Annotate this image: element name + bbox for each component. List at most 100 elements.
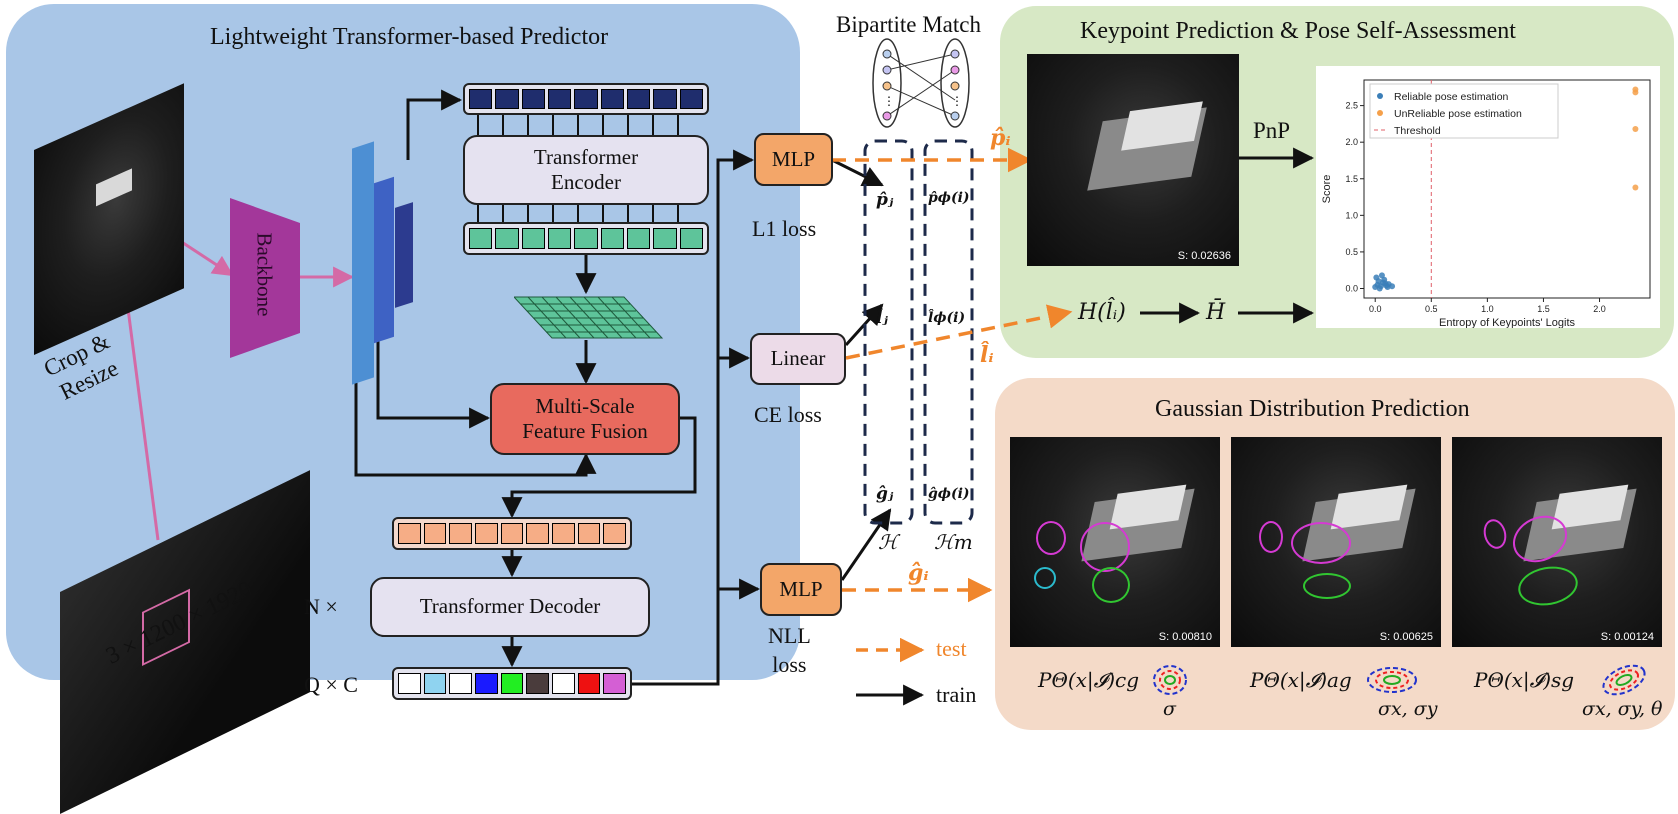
encoded-token — [469, 228, 493, 249]
formula-cg: PΘ(x|𝓘)cg — [1038, 668, 1140, 692]
test-gaussian-symbol: ĝᵢ — [908, 560, 929, 586]
scatter-point — [1376, 285, 1383, 292]
encoder-token — [626, 89, 651, 109]
encoder-output-tokens — [463, 222, 709, 255]
fusion-label-line1: Multi-Scale — [535, 393, 635, 418]
mlp-keypoint-head: MLP — [754, 133, 833, 186]
query-output-token — [603, 673, 627, 694]
legend-train-label: train — [936, 682, 977, 707]
query-output-token — [449, 673, 473, 694]
scatter-point — [1632, 89, 1639, 96]
mlp-gaussian-head: MLP — [760, 563, 842, 616]
feature-map-small — [395, 202, 413, 308]
pred-keypoint-symbol: p̂ⱼ — [876, 190, 894, 210]
scatter-point — [1389, 283, 1396, 290]
l1-loss-label: L1 loss — [752, 216, 817, 241]
plot-frame — [1363, 79, 1651, 299]
param-sg: σx, σy, θ — [1582, 698, 1663, 720]
gaussian-ellipse — [1259, 521, 1283, 553]
x-tick-label: 0.5 — [1425, 304, 1438, 314]
encoded-token — [521, 228, 545, 249]
gaussian-image-cg: S: 0.00810 — [1010, 437, 1220, 647]
transformer-decoder-block: Transformer Decoder — [370, 577, 650, 637]
scatter-point — [1378, 272, 1385, 279]
encoder-token — [521, 89, 545, 109]
gaussian-image-ag: S: 0.00625 — [1231, 437, 1441, 647]
query-output-row — [398, 673, 627, 694]
qc-label: Q × C — [304, 672, 358, 697]
decoder-queries — [392, 517, 632, 550]
keypoint-image-score: S: 0.02636 — [1177, 250, 1231, 262]
gaussian-panel-title: Gaussian Distribution Prediction — [1155, 396, 1470, 422]
encoder-token — [679, 89, 703, 109]
legend-label: UnReliable pose estimation — [1394, 108, 1522, 120]
set-hm-label: ℋm — [934, 530, 973, 554]
legend-threshold-label: Threshold — [1394, 125, 1441, 137]
query-output-token — [423, 673, 447, 694]
gaussian-ellipse — [1036, 521, 1066, 555]
formula-sg: PΘ(x|𝓘)sg — [1474, 668, 1575, 692]
encoded-token — [626, 228, 651, 249]
gaussian-ellipse — [1034, 567, 1056, 589]
encoder-token — [600, 89, 624, 109]
keypoint-panel-title: Keypoint Prediction & Pose Self-Assessme… — [1080, 18, 1516, 44]
test-keypoint-symbol: p̂ᵢ — [990, 125, 1011, 151]
matched-logit-symbol: l̂ϕ(i) — [928, 310, 966, 326]
feature-map-large — [352, 141, 374, 385]
scatter-point — [1373, 274, 1380, 281]
y-tick-label: 0.0 — [1345, 283, 1358, 293]
x-axis-label: Entropy of Keypoints' Logits — [1439, 317, 1576, 328]
gaussian-ellipse — [1092, 567, 1130, 603]
bipartite-match-title: Bipartite Match — [836, 12, 981, 37]
set-h-label: ℋ — [878, 530, 898, 554]
encoder-label-line2: Encoder — [551, 170, 621, 194]
query-output-token — [552, 673, 575, 694]
entropy-symbol: H(l̂ᵢ) — [1078, 300, 1126, 325]
encoder-token — [574, 89, 598, 109]
gaussian-ellipse — [1515, 562, 1581, 610]
legend-label: Reliable pose estimation — [1394, 91, 1509, 103]
y-tick-label: 2.5 — [1345, 101, 1358, 111]
query-token — [398, 523, 421, 544]
feature-grid — [514, 296, 664, 339]
query-token — [500, 523, 524, 544]
pred-logit-symbol: l̂ⱼ — [876, 308, 888, 328]
nll-label-line1: NLL — [768, 623, 811, 648]
connector-layer: ⋮⋮ — [109, 38, 1315, 706]
svg-text:⋮: ⋮ — [951, 94, 963, 108]
gaussian-ellipse — [1080, 522, 1130, 572]
x-tick-label: 1.5 — [1537, 304, 1550, 314]
nll-loss-label: NLL loss — [768, 622, 811, 679]
encoded-token — [547, 228, 572, 249]
query-token — [577, 523, 601, 544]
query-output-token — [475, 673, 498, 694]
legend-marker — [1377, 93, 1383, 99]
gaussian-score-sg: S: 0.00124 — [1600, 631, 1654, 643]
encoder-label-line1: Transformer — [533, 144, 639, 169]
encoded-token — [653, 228, 677, 249]
multi-scale-fusion-block: Multi-Scale Feature Fusion — [490, 383, 680, 455]
chart-legend-box — [1369, 83, 1559, 139]
query-token — [603, 523, 627, 544]
satellite-thumbnail-top — [96, 168, 132, 207]
query-token — [449, 523, 473, 544]
n-times-label: N × — [304, 594, 338, 619]
decoder-output-queries — [392, 667, 632, 700]
transformer-encoder-block: Transformer Encoder — [463, 135, 709, 205]
query-token — [475, 523, 498, 544]
encoded-token — [495, 228, 519, 249]
svg-text:⋮: ⋮ — [883, 94, 895, 108]
scatter-point — [1632, 184, 1639, 191]
legend-test-label: test — [936, 636, 967, 661]
query-output-token — [577, 673, 601, 694]
predictor-panel-title: Lightweight Transformer-based Predictor — [210, 24, 609, 50]
x-tick-label: 2.0 — [1593, 304, 1606, 314]
matched-gaussian-symbol: ĝϕ(i) — [928, 486, 970, 502]
scatter-point — [1384, 284, 1391, 291]
query-token — [552, 523, 575, 544]
y-tick-label: 2.0 — [1345, 137, 1358, 147]
gaussian-image-sg: S: 0.00124 — [1452, 437, 1662, 647]
encoder-token — [653, 89, 677, 109]
gaussian-score-ag: S: 0.00625 — [1379, 631, 1433, 643]
fusion-label-line2: Feature Fusion — [522, 419, 648, 443]
